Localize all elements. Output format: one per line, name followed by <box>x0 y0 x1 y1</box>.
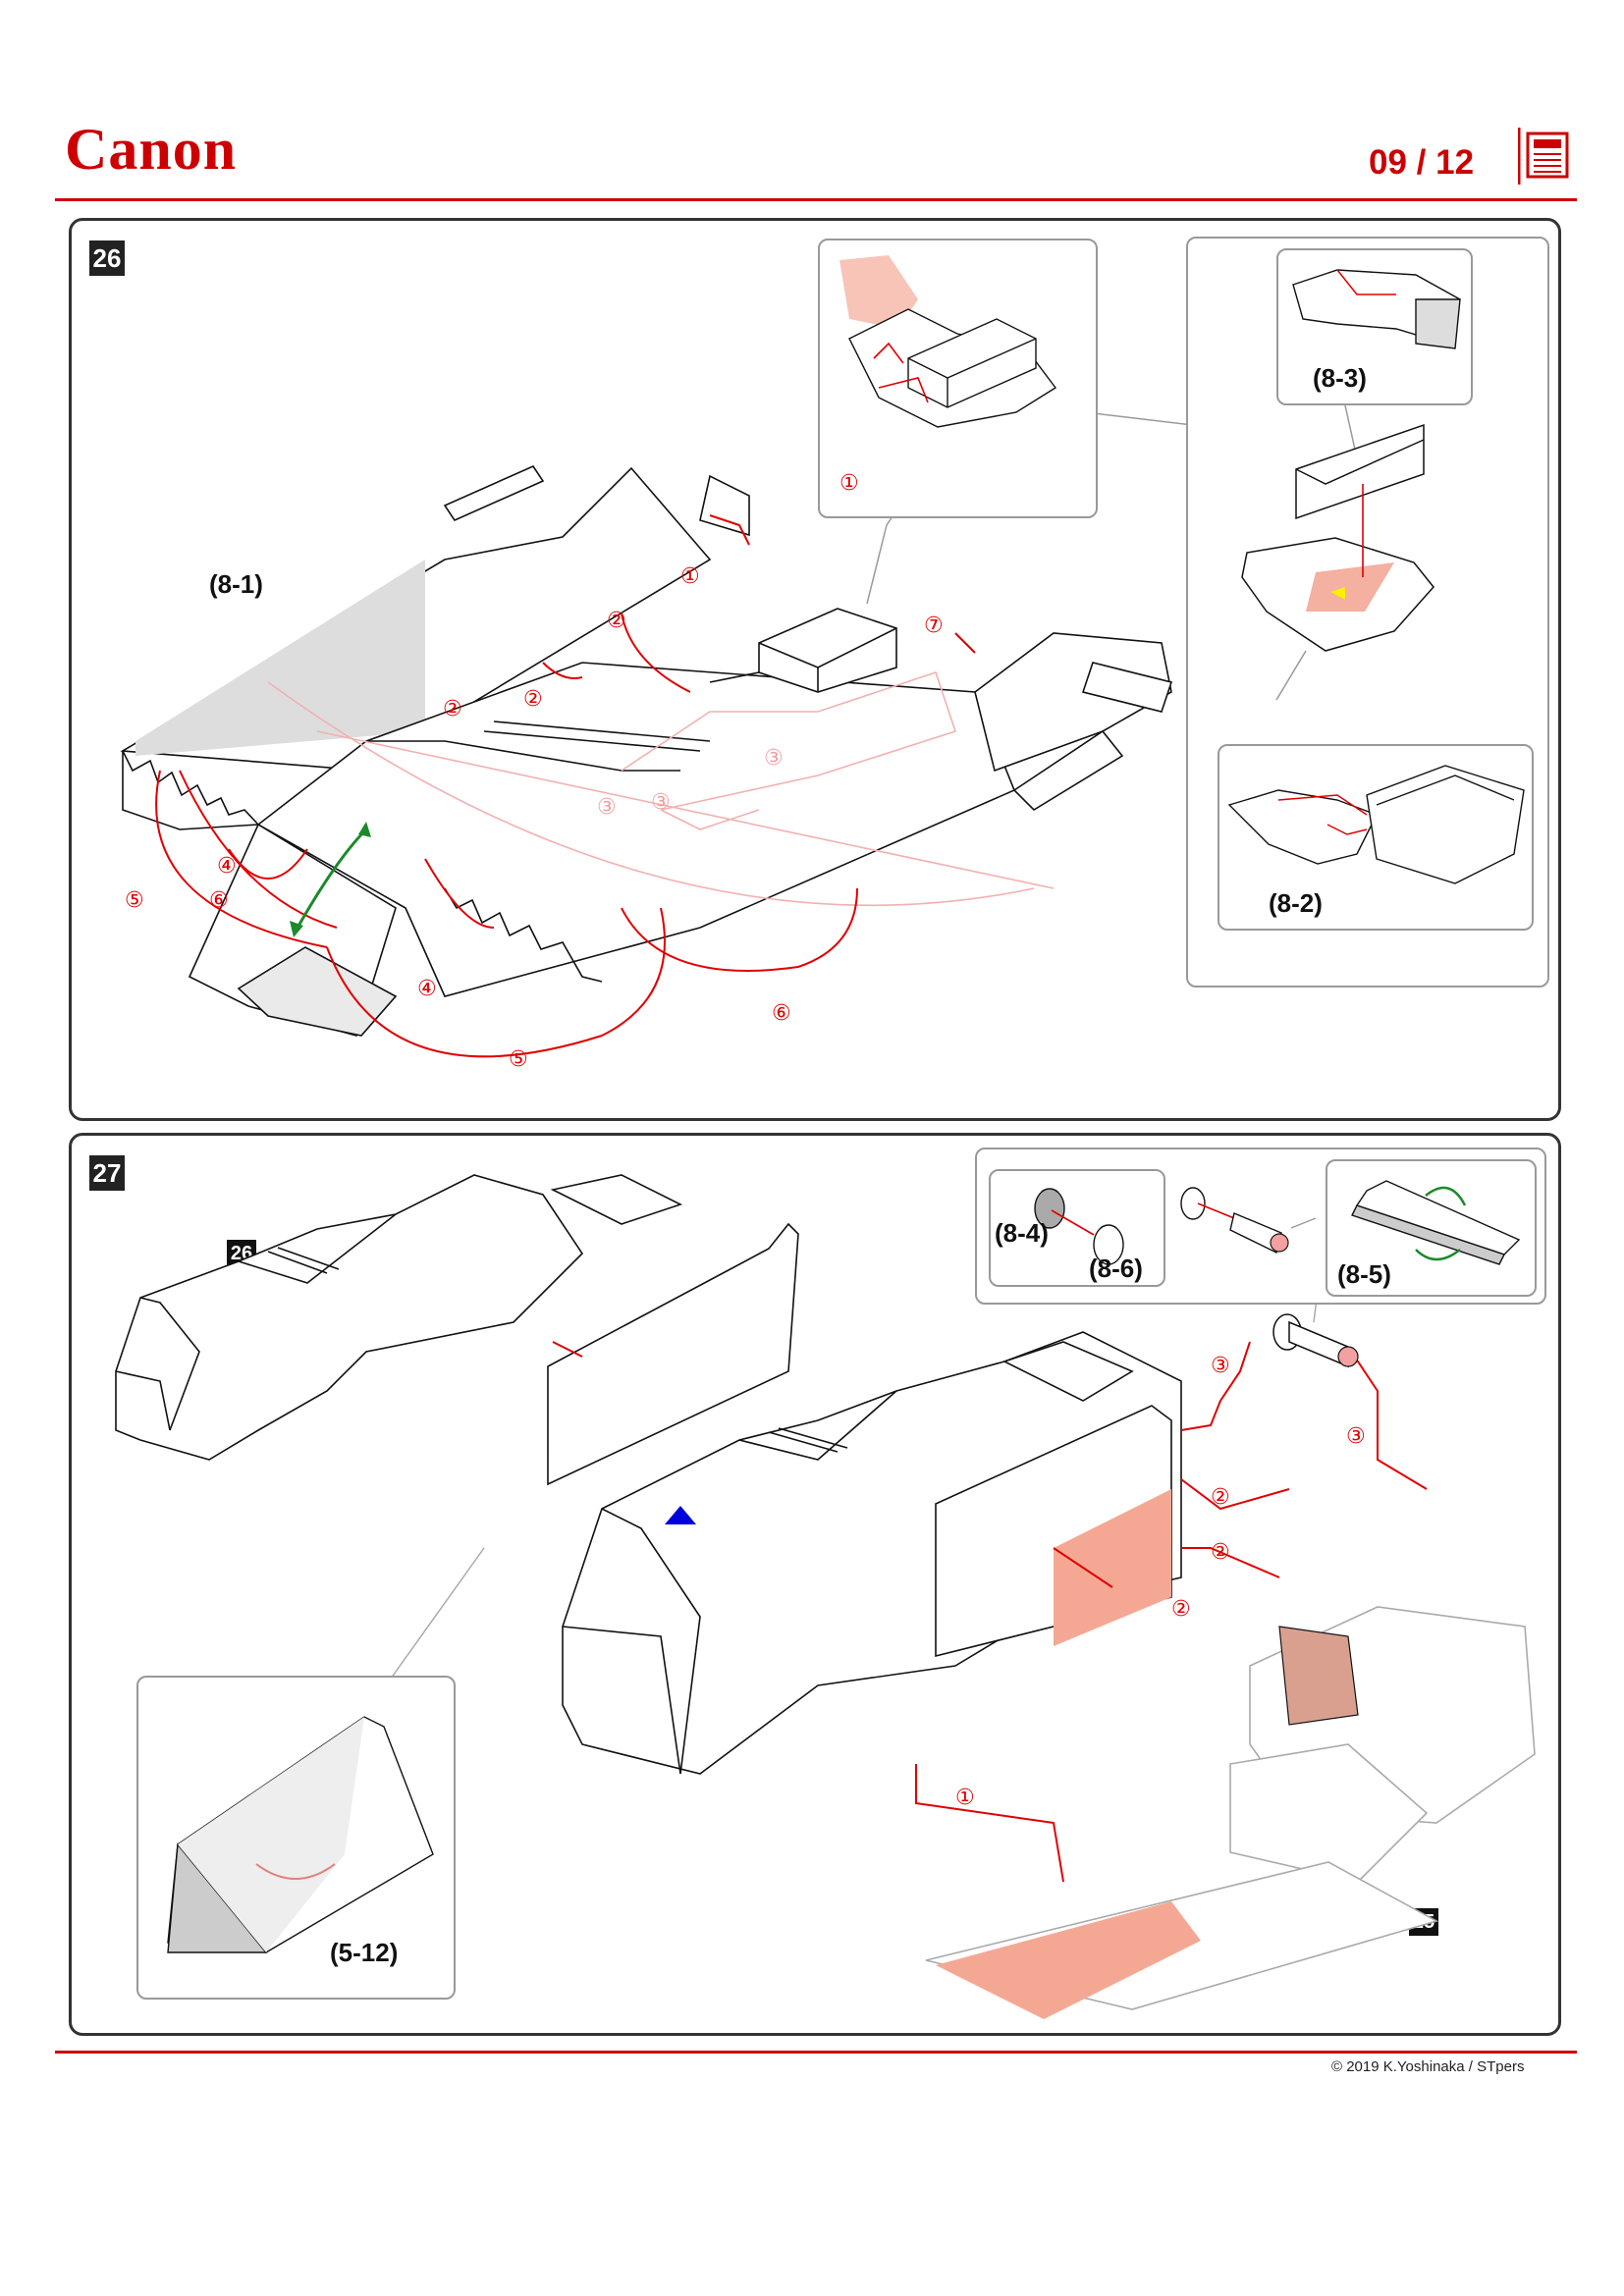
step-marker-2: ② <box>1171 1597 1191 1622</box>
copyright-text: © 2019 K.Yoshinaka / STpers <box>1331 2058 1525 2075</box>
canon-logo: Canon <box>65 117 238 182</box>
step-26-panel: 26 <box>69 218 1561 1121</box>
step-marker-2: ② <box>523 687 543 712</box>
step-marker-2: ② <box>1211 1485 1230 1510</box>
detail-part-5-12: (5-12) <box>136 1676 456 2000</box>
part-8-1-drawing <box>120 406 1251 1058</box>
part-label-8-1: (8-1) <box>209 569 263 599</box>
axle-parts-drawing <box>1180 1187 1317 1255</box>
part-8-5-drawing <box>1351 1180 1521 1265</box>
step-marker-7: ⑦ <box>924 614 944 638</box>
detail-part-8-3: (8-3) <box>1276 248 1473 405</box>
part-label-8-5: (8-5) <box>1337 1259 1391 1289</box>
part-label-8-6: (8-6) <box>1089 1254 1143 1283</box>
step-marker-3: ③ <box>1211 1354 1230 1378</box>
detail-inset-tabs: ① <box>818 239 1098 518</box>
step-marker-4: ④ <box>417 977 437 1001</box>
assembly-drawing <box>1241 404 1435 701</box>
step-marker-4: ④ <box>217 854 237 879</box>
step-number-26: 26 <box>89 240 125 276</box>
step-marker-5: ⑤ <box>125 888 144 913</box>
part-8-3-drawing <box>1292 269 1461 349</box>
detail-inset-axle: (8-4) (8-6) (8-5) <box>975 1148 1546 1305</box>
part-8-2-drawing <box>1227 765 1525 884</box>
detail-inset-assembly: (8-3) (8-2) <box>1186 237 1549 988</box>
header-rule <box>55 198 1577 201</box>
step-marker-1: ① <box>839 471 859 496</box>
step-marker-3: ③ <box>597 795 617 820</box>
step-number-27: 27 <box>89 1155 125 1191</box>
part-label-8-2: (8-2) <box>1269 888 1323 918</box>
step-marker-6: ⑥ <box>772 1001 791 1026</box>
step-marker-3: ③ <box>764 746 784 771</box>
step-marker-2: ② <box>443 697 462 721</box>
step-marker-3: ③ <box>1346 1424 1366 1449</box>
step-marker-3: ③ <box>651 790 671 815</box>
part-5-12-drawing <box>167 1716 434 1953</box>
step-marker-1: ① <box>680 564 700 589</box>
detail-part-8-5: (8-5) <box>1326 1159 1537 1297</box>
part-label-8-4: (8-4) <box>995 1218 1049 1248</box>
part-label-5-12: (5-12) <box>330 1938 399 1967</box>
step-marker-2: ② <box>607 609 626 633</box>
step-marker-5: ⑤ <box>509 1047 528 1072</box>
detail-tabs-drawing <box>839 255 1057 428</box>
step-marker-1: ① <box>955 1786 975 1810</box>
detail-part-8-4: (8-4) (8-6) <box>989 1169 1165 1287</box>
page-indicator: 09 / 12 <box>1369 143 1475 182</box>
part-label-8-3: (8-3) <box>1313 363 1367 393</box>
step-27-panel: 27 26 25 <box>69 1133 1561 2036</box>
page-layout-icon <box>1518 128 1569 185</box>
detail-part-8-2: (8-2) <box>1218 744 1534 931</box>
part-8-4-drawing <box>1034 1188 1124 1265</box>
footer-rule <box>55 2051 1577 2054</box>
step-marker-2: ② <box>1211 1540 1230 1565</box>
step-27-drawing <box>115 1174 1536 2019</box>
step-marker-6: ⑥ <box>209 888 229 913</box>
